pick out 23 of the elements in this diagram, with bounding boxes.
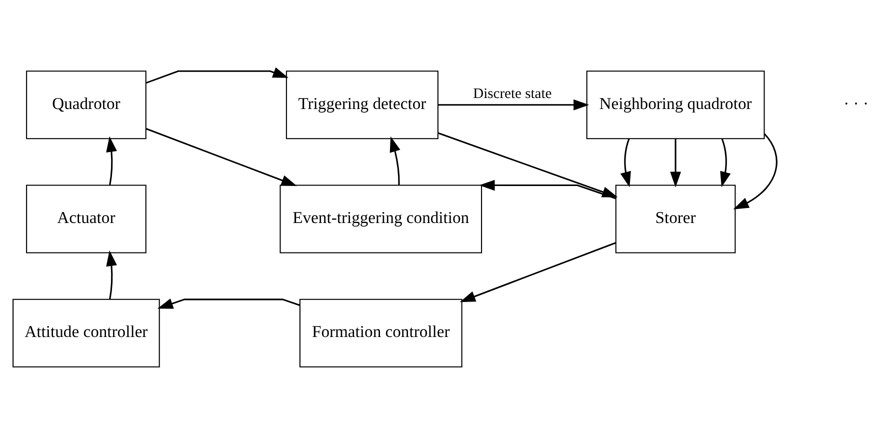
node-box: Actuator [26, 184, 146, 254]
node-box: Triggering detector [286, 70, 438, 140]
arrow [479, 180, 616, 200]
arrow [106, 250, 117, 300]
arrow [390, 136, 400, 186]
arrow [733, 133, 778, 210]
node-box: Storer [615, 184, 736, 254]
arrow [146, 67, 288, 84]
node-box: Event-triggering condition [280, 184, 482, 254]
arrow [720, 138, 731, 188]
node-box: Neighboring quadrotor [586, 70, 765, 140]
node-box: Quadrotor [26, 70, 146, 140]
arrow [157, 298, 300, 309]
edge-label: Discrete state [473, 86, 552, 102]
label: · · · [844, 94, 869, 113]
arrow [670, 138, 681, 188]
arrow [460, 242, 616, 302]
arrow [438, 99, 590, 110]
node-box: Formation controller [299, 298, 462, 368]
arrow [146, 128, 297, 186]
arrow [106, 136, 117, 186]
arrow [620, 138, 631, 188]
node-box: Attitude controller [12, 298, 160, 368]
